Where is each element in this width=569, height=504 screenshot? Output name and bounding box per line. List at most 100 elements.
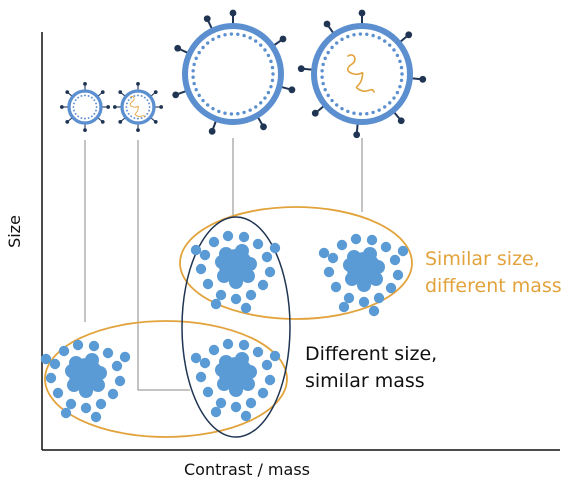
cluster-particle: [240, 302, 252, 314]
cluster-particle: [345, 272, 359, 286]
similar-size-annotation-line-1: Similar size,: [425, 248, 540, 270]
axes: [41, 32, 560, 451]
virus-membrane-dot: [399, 65, 404, 70]
cluster-particle: [323, 266, 335, 278]
virus-membrane-dot: [236, 32, 240, 36]
virus-spike-knob: [118, 120, 123, 124]
virus-membrane-dot: [395, 53, 400, 58]
virus-membrane-dot: [323, 56, 327, 61]
virus-membrane-dot: [197, 93, 201, 98]
virus-membrane-dot: [377, 36, 381, 40]
virus-membrane-dot: [263, 48, 267, 52]
virus-membrane-dot: [346, 34, 350, 39]
cluster-particle: [338, 301, 350, 313]
virus-membrane-dot: [217, 109, 221, 114]
virus-membrane-dot: [326, 93, 330, 98]
virus-membrane-dot: [340, 106, 344, 111]
cluster-particle: [65, 398, 77, 410]
cluster-particle: [230, 401, 242, 413]
cluster-particle: [222, 230, 234, 242]
virus-membrane-dot: [340, 37, 344, 42]
cluster-particle: [389, 254, 401, 266]
virus-membrane-dot: [346, 109, 350, 114]
cluster-particle: [215, 397, 227, 409]
cluster-particle: [190, 352, 202, 364]
cluster-particle: [67, 378, 81, 392]
virus-membrane-dot: [270, 78, 275, 83]
cluster-particle: [358, 296, 370, 308]
virus-membrane-dot: [383, 105, 387, 109]
virus-spike-knob: [153, 90, 158, 94]
cluster-particle: [257, 279, 269, 291]
virus-genome: [346, 54, 375, 93]
virus-membrane-dot: [130, 115, 133, 118]
cluster-particle: [208, 344, 220, 356]
virus-membrane-dot: [383, 39, 387, 43]
virus-spike-knob: [59, 105, 64, 109]
virus-spike-knob: [100, 90, 105, 94]
cluster-particle: [208, 236, 220, 248]
group-similar-mass-ellipse: [181, 216, 291, 438]
virus-large-full: [297, 9, 427, 139]
virus-membrane-dot: [127, 99, 130, 102]
virus-membrane-dot: [191, 69, 195, 73]
virus-large-empty: [172, 9, 296, 135]
cluster-particle: [52, 387, 64, 399]
cluster-particle: [363, 268, 377, 282]
cluster-particle: [235, 265, 249, 279]
cluster-particle: [261, 251, 273, 263]
virus-membrane-dot: [206, 103, 210, 107]
virus-membrane-dot: [330, 98, 334, 103]
cluster-particle: [102, 347, 114, 359]
cluster-particle: [380, 241, 392, 253]
group-ellipses: [44, 206, 413, 438]
virus-membrane-dot: [236, 112, 240, 116]
cluster-particle: [238, 339, 250, 351]
cluster-particle: [202, 386, 214, 398]
cluster-particle: [350, 233, 362, 245]
virus-membrane-dot: [259, 43, 263, 47]
different-size-annotation-line-1: Different size,: [305, 343, 438, 365]
virus-membrane-dot: [133, 117, 136, 119]
virus-membrane-dot: [320, 75, 324, 79]
virus-membrane-dot: [197, 50, 201, 55]
cluster-particle: [222, 338, 234, 350]
virus-membrane-dot: [392, 48, 396, 52]
virus-membrane-dot: [80, 95, 83, 97]
similar-size-annotation-line-2: different mass: [425, 275, 562, 297]
virus-spike-knob: [65, 120, 70, 124]
cluster-particle: [58, 345, 70, 357]
virus-membrane-dot: [248, 108, 252, 112]
connectors: [84, 138, 363, 391]
cluster-particle: [343, 292, 355, 304]
virus-membrane-dot: [143, 96, 146, 99]
virus-capsid: [67, 89, 103, 125]
virus-membrane-dot: [90, 115, 93, 118]
virus-membrane-dot: [248, 36, 252, 40]
virus-membrane-dot: [223, 33, 227, 37]
virus-membrane-dot: [398, 84, 402, 89]
cluster-particle: [269, 242, 281, 254]
virus-membrane-dot: [320, 69, 324, 73]
virus-membrane-dot: [148, 109, 150, 112]
virus-spike-knob: [112, 105, 117, 109]
virus-membrane-dot: [242, 110, 246, 115]
cluster-particle: [235, 373, 249, 387]
cluster-particle: [392, 269, 404, 281]
virus-membrane-dot: [371, 110, 375, 115]
virus-membrane-dot: [194, 87, 198, 92]
cluster-particle: [199, 357, 211, 369]
cluster-particle: [238, 231, 250, 243]
virus-membrane-dot: [90, 96, 93, 99]
cluster-particle: [195, 263, 207, 275]
cluster-particle: [373, 292, 385, 304]
virus-spike-knob: [311, 109, 319, 117]
virus-membrane-dot: [400, 72, 404, 76]
virus-membrane-dot: [148, 106, 151, 108]
cluster-particle: [202, 278, 214, 290]
virus-membrane-dot: [93, 99, 96, 102]
virus-spike-knob: [174, 44, 182, 52]
virus-membrane-dot: [358, 112, 363, 116]
virus-spike-knob: [279, 35, 287, 43]
